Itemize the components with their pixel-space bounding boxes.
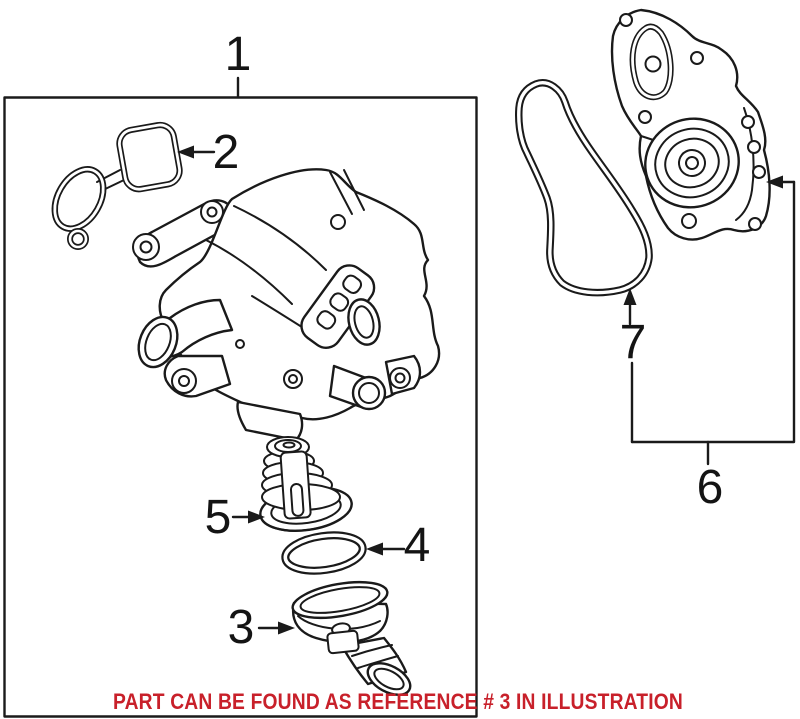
right-pipe-mouth: [351, 375, 387, 411]
pipe-rib: [357, 655, 399, 669]
oval-gasket: [51, 166, 107, 232]
bolt-hole-icon: [394, 372, 406, 384]
strut-hole: [330, 214, 346, 230]
detail-line: [329, 169, 365, 215]
callouts-layer: 1 2 5 4 3 7 6: [177, 28, 796, 654]
bolt-hole-icon: [741, 115, 755, 129]
rectangular-gasket: [116, 121, 183, 193]
part-4-oring-drawing: [281, 531, 367, 575]
callout-5-arrowhead-icon: [248, 510, 265, 524]
callout-5-label: 5: [205, 491, 232, 544]
callout-4-arrowhead-icon: [366, 542, 383, 556]
bolt-hole-icon: [681, 213, 697, 229]
callout-1-label: 1: [225, 28, 252, 81]
part-2-gasket-drawing: [51, 121, 183, 250]
outlet-pipe-end: [366, 662, 412, 696]
bolt-hole-icon: [747, 140, 761, 154]
callout-3-label: 3: [228, 601, 255, 654]
callout-2-arrowhead-icon: [177, 145, 194, 159]
bolt-hole-icon: [752, 165, 766, 179]
pump-gasket-inner-line: [517, 81, 651, 295]
bolt-hole-icon: [638, 110, 652, 124]
callout-6-bracket: [630, 180, 796, 444]
detail-line: [205, 239, 293, 305]
bolt-ear-hole: [132, 233, 160, 261]
bolt-hole-icon: [690, 51, 704, 65]
bolt-hole-icon: [288, 374, 298, 384]
detail-line: [233, 205, 327, 271]
bolt-hole-icon: [619, 13, 633, 27]
bolt-ear-hole: [389, 367, 411, 389]
right-pipe-bore: [358, 382, 380, 404]
base-front-rim: [259, 501, 353, 532]
part-3-outlet-drawing: [291, 580, 412, 696]
part-6-water-pump-drawing: [610, 8, 771, 241]
ribbed-collar: [300, 264, 376, 349]
bolt-ear-hole: [171, 368, 197, 394]
part-7-gasket-drawing: [515, 79, 653, 297]
gasket-ring-tab-inner: [68, 229, 88, 249]
port-bolt-hole: [644, 55, 662, 73]
collar-pipe-mouth: [347, 298, 381, 346]
part-5-thermostat-drawing: [259, 436, 353, 532]
caption-text: PART CAN BE FOUND AS REFERENCE # 3 IN IL…: [113, 689, 683, 714]
bolt-hole-icon: [235, 339, 245, 349]
callout-7-arrowhead-icon: [623, 288, 637, 305]
callout-2-label: 2: [213, 126, 240, 179]
callout-6-arrowhead-icon: [766, 175, 783, 189]
pipe-rib: [351, 644, 393, 657]
callout-7-label: 7: [620, 316, 647, 369]
outlet-tab: [326, 629, 360, 655]
callout-3-arrowhead-icon: [278, 621, 295, 635]
bolt-hole-icon: [748, 217, 762, 231]
left-pipe-mouth: [137, 315, 179, 369]
callout-6-label: 6: [697, 461, 724, 514]
thermostat-cap-center: [282, 441, 296, 449]
pump-port-inner-line: [631, 25, 673, 99]
thermostat-housing-assembly-drawing: [132, 168, 441, 442]
bolt-hole-icon: [178, 375, 190, 387]
bolt-ear-hole: [283, 369, 303, 389]
pump-pulley: [644, 117, 740, 209]
callout-4-label: 4: [404, 519, 431, 572]
bolt-hole-icon: [139, 240, 153, 254]
outlet-flange: [291, 580, 389, 620]
bolt-hole-icon: [206, 206, 218, 218]
thermostat-strap: [279, 450, 312, 520]
